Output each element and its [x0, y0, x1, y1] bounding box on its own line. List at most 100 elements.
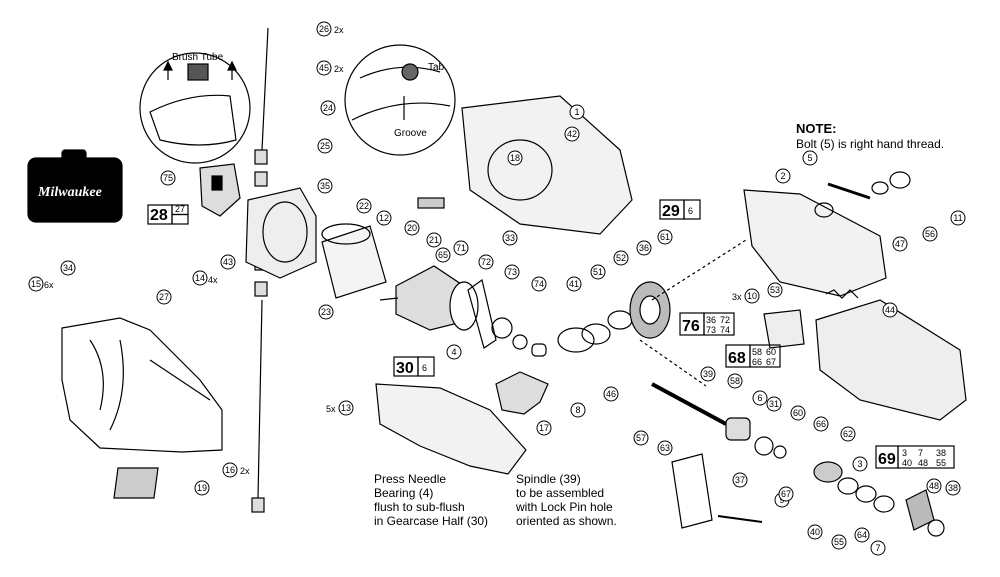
part-number: 16 [225, 465, 235, 475]
part-number: 10 [747, 291, 757, 301]
washer-2 [814, 202, 834, 218]
part-callout-39: 39 [700, 366, 716, 382]
tab-groove-detail: Tab Groove [344, 44, 456, 156]
part-callout-58: 58 [727, 373, 743, 389]
part-number: 67 [781, 489, 791, 499]
part-callout-31: 31 [766, 396, 782, 412]
part-callout-2: 2 [775, 168, 791, 184]
note-title: NOTE: [796, 121, 837, 136]
assembly-sub-58: 58 [752, 347, 762, 357]
assembly-sub-74: 74 [720, 325, 730, 335]
part-number: 20 [407, 223, 417, 233]
part-number: 35 [320, 181, 330, 191]
collar-3 [813, 461, 843, 483]
bearing-plate [467, 278, 497, 349]
carrying-case: Milwaukee [27, 149, 123, 223]
brush-tube-label: Brush Tube [172, 52, 224, 63]
washer-41 [557, 327, 595, 353]
quantity-10: 3x [732, 292, 742, 302]
bushing-74 [531, 343, 547, 357]
quantity-45: 2x [334, 64, 344, 74]
assembly-sub-6: 6 [422, 363, 427, 373]
part-callout-22: 22 [356, 198, 372, 214]
part-number: 11 [953, 213, 962, 223]
bolt-5 [827, 182, 871, 200]
ring-7 [873, 495, 895, 513]
part-callout-21: 21 [426, 232, 442, 248]
brush-tube-detail: Brush Tube [139, 52, 251, 164]
part-callout-37: 37 [732, 472, 748, 488]
part-number: 72 [481, 257, 491, 267]
part-callout-24: 24 [320, 100, 336, 116]
bolt-9 [717, 515, 763, 523]
assembly-box-28 [147, 204, 189, 225]
part-callout-8: 8 [570, 402, 586, 418]
part-callout-41: 41 [566, 276, 582, 292]
assembly-sub-7: 7 [918, 448, 923, 458]
part-number: 56 [925, 229, 935, 239]
part-callout-66: 66 [813, 416, 829, 432]
part-callout-36: 36 [636, 240, 652, 256]
assembly-box-29 [659, 199, 701, 220]
part-callout-23: 23 [318, 304, 334, 320]
assembly-number-29: 29 [662, 203, 680, 220]
assembly-number-30: 30 [396, 360, 414, 377]
part-callout-72: 72 [478, 254, 494, 270]
part-callout-25: 25 [317, 138, 333, 154]
part-number: 53 [770, 285, 780, 295]
part-callout-7: 7 [870, 540, 886, 556]
part-number: 58 [730, 376, 740, 386]
part-callout-34: 34 [60, 260, 76, 276]
assembly-box-68 [725, 344, 781, 368]
ring-40 [837, 477, 859, 495]
part-number: 47 [895, 239, 905, 249]
part-callout-42: 42 [564, 126, 580, 142]
part-number: 5 [807, 153, 812, 163]
part-number: 71 [456, 243, 466, 253]
part-number: 34 [63, 263, 73, 273]
part-number: 19 [197, 483, 207, 493]
part-number: 4 [451, 347, 456, 357]
part-number: 13 [341, 403, 351, 413]
part-callout-47: 47 [892, 236, 908, 252]
part-callout-15: 15 [28, 276, 44, 292]
gearcase-half [375, 383, 527, 475]
handle-housing [61, 317, 223, 453]
washer-51 [581, 323, 611, 345]
assembly-sub-55: 55 [936, 458, 946, 468]
part-callout-38: 38 [945, 480, 961, 496]
washer-52 [607, 310, 633, 330]
part-callout-46: 46 [603, 386, 619, 402]
caption-bearing: Press Needle Bearing (4) flush to sub-fl… [374, 472, 489, 528]
assembly-sub-38: 38 [936, 448, 946, 458]
ring-37 [754, 436, 774, 456]
part-callout-18: 18 [507, 150, 523, 166]
part-callout-40: 40 [807, 524, 823, 540]
part-callout-17: 17 [536, 420, 552, 436]
tab-label: Tab [428, 62, 445, 73]
ring-60 [773, 445, 787, 459]
bearing-73 [512, 334, 528, 350]
assembly-number-68: 68 [728, 350, 746, 367]
assembly-box-69 [875, 445, 955, 469]
part-callout-56: 56 [922, 226, 938, 242]
blade-clamp-lever [671, 453, 713, 529]
part-number: 17 [539, 423, 549, 433]
quantity-14: 4x [208, 275, 218, 285]
part-callout-73: 73 [504, 264, 520, 280]
assembly-box-76 [679, 312, 735, 336]
assembly-sub-48: 48 [918, 458, 928, 468]
part-number: 41 [569, 279, 579, 289]
part-callout-53: 53 [767, 282, 783, 298]
part-callout-64: 64 [854, 527, 870, 543]
ring-38 [927, 519, 945, 537]
part-callout-35: 35 [317, 178, 333, 194]
part-callout-62: 62 [840, 426, 856, 442]
part-number: 40 [810, 527, 820, 537]
part-number: 21 [429, 235, 439, 245]
sleeve-31 [763, 309, 805, 349]
part-callout-13: 13 [338, 400, 354, 416]
part-number: 33 [505, 233, 515, 243]
